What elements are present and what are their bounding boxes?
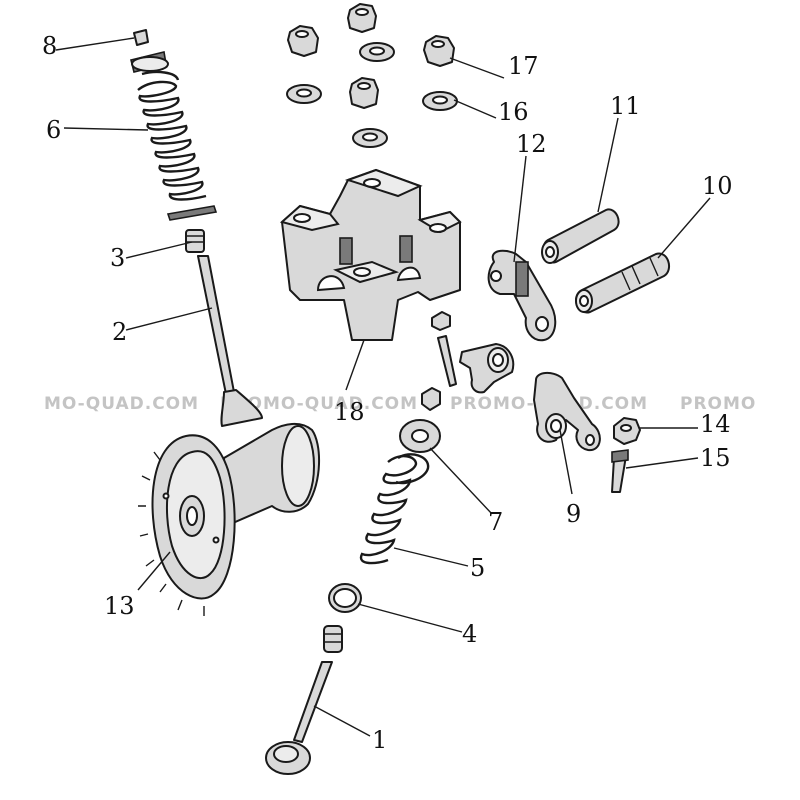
hex-nut-icon [347,3,377,33]
callout-9: 9 [566,500,581,528]
exhaust-valve-icon [197,255,263,427]
callout-12: 12 [516,130,547,158]
washer-icon [352,128,388,148]
valve-cotter-icon [133,29,149,46]
washer-icon [286,84,322,104]
callout-labels: 1 2 3 4 5 6 7 8 9 10 11 12 13 14 15 16 1… [42,32,733,754]
callout-16: 16 [498,98,529,126]
hex-nut-icon [349,77,379,109]
callout-18: 18 [334,398,365,426]
watermark-2: PROMO-QUAD.COM [220,394,418,414]
washer-icon [359,42,395,62]
callout-14: 14 [700,410,731,438]
callout-4: 4 [462,620,477,648]
callout-7: 7 [488,508,503,536]
callout-3: 3 [110,244,125,272]
valve-spring-icon [359,453,430,565]
washer-icon [422,91,458,111]
lock-nut-icon [421,387,441,411]
callout-17: 17 [508,52,539,80]
watermark-4: PROMO [680,394,756,414]
callout-10: 10 [702,172,733,200]
callout-15: 15 [700,444,731,472]
hex-nut-icon [287,25,319,57]
camshaft-sprocket-icon [138,423,320,616]
adjusting-screw-icon [611,449,629,493]
callout-11: 11 [610,92,641,120]
callout-2: 2 [112,318,127,346]
lock-nut-icon [431,311,451,331]
camshaft-holder-icon [279,168,462,341]
lock-nut-icon [613,417,641,445]
rocker-arm-icon [459,343,515,394]
callout-1: 1 [372,726,387,754]
spring-retainer-icon [399,419,441,453]
spring-seat-washer-icon [328,583,362,613]
leader-lines [55,37,711,737]
hex-nut-icon [423,35,455,67]
callout-8: 8 [42,32,57,60]
decompression-lever-icon [487,249,557,342]
rocker-shaft-icon [575,252,671,314]
callout-5: 5 [470,554,485,582]
valve-spring-icon [130,51,218,221]
callout-6: 6 [46,116,61,144]
watermark-1: MO-QUAD.COM [44,394,199,414]
adjusting-screw-icon [437,335,457,387]
watermark-row: MO-QUAD.COM PROMO-QUAD.COM PROMO-QUAD.CO… [44,394,756,414]
valve-seal-icon [185,229,205,253]
callout-13: 13 [104,592,135,620]
intake-valve-icon [265,625,343,775]
rocker-shaft-icon [541,208,620,264]
